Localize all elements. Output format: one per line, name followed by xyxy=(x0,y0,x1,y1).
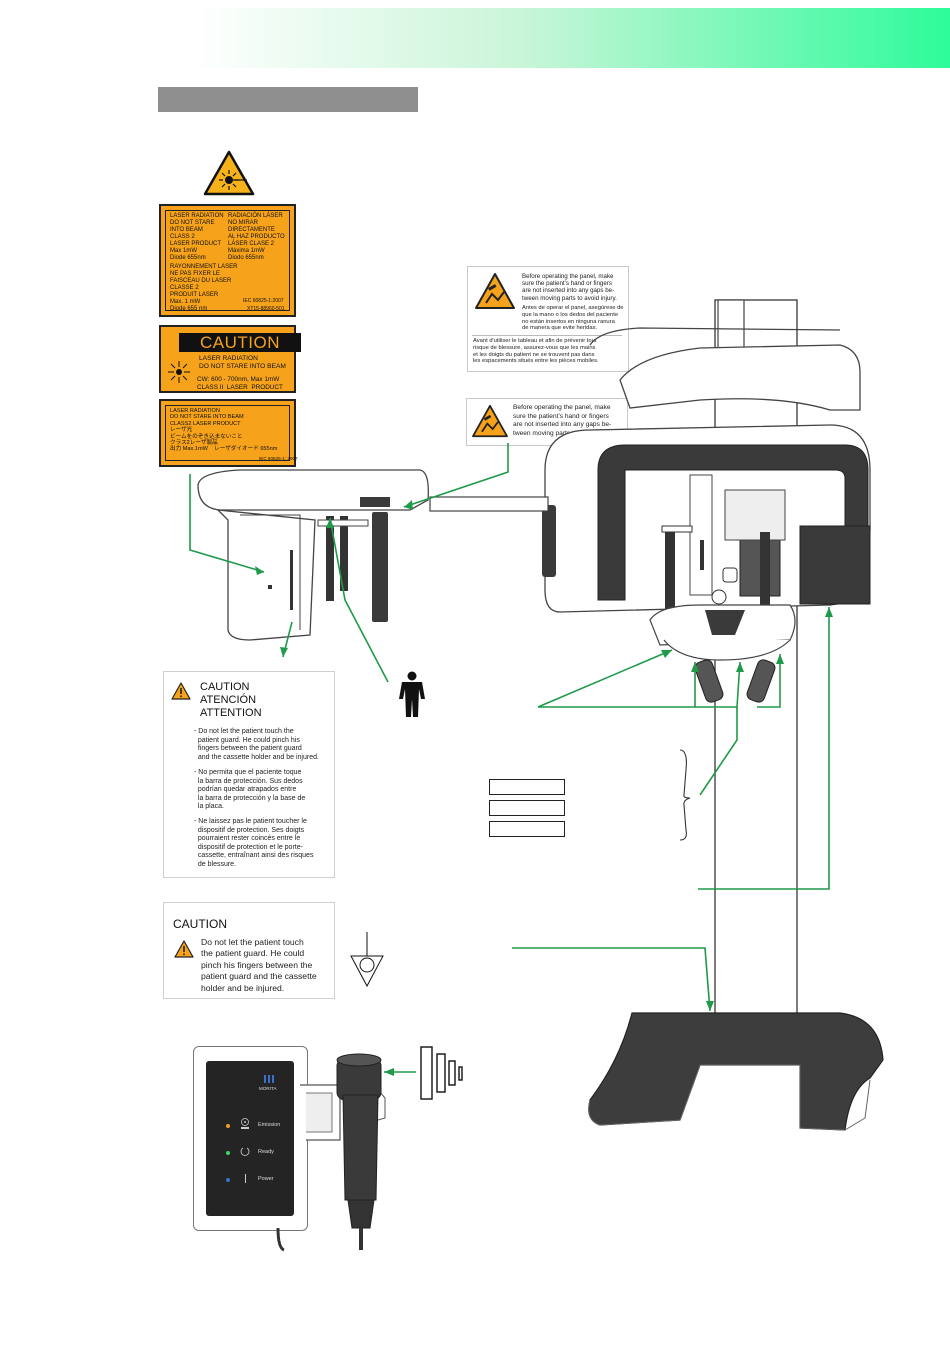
ready-indicator xyxy=(226,1151,230,1155)
emission-label: Emission xyxy=(258,1122,281,1128)
radiation-icon xyxy=(241,1118,249,1129)
type-b-applied-part-icon xyxy=(399,671,425,717)
caution-label-english: CAUTION Do not let the patient touch the… xyxy=(163,902,335,999)
power-indicator xyxy=(226,1178,230,1182)
panel-warning-divider xyxy=(472,335,622,336)
laser-label-english: LASER RADIATION DO NOT STARE INTO BEAM C… xyxy=(170,213,224,261)
protective-earth-icon xyxy=(350,932,384,988)
warning-triangle-icon xyxy=(171,682,191,700)
laser-caution-line1: LASER RADIATION xyxy=(199,355,258,362)
pinch-warning-icon xyxy=(472,404,508,438)
warning-triangle-icon xyxy=(174,940,194,958)
brand-label: MORITA xyxy=(259,1086,277,1091)
power-icon xyxy=(245,1174,246,1183)
section-title-bar xyxy=(158,87,418,112)
laser-japanese-text: LASER RADIATION DO NOT STARE INTO BEAM C… xyxy=(170,408,278,453)
panel-warning-label-multilingual: Before operating the panel, make sure th… xyxy=(467,266,629,372)
power-label: Power xyxy=(258,1176,274,1182)
caution-title-es: ATENCIÓN xyxy=(200,694,257,706)
blank-label-box-2 xyxy=(489,800,565,816)
control-panel-face: MORITA Emission Ready Power xyxy=(206,1061,294,1216)
laser-label-part-number: XT15-88960-501 xyxy=(247,306,285,312)
emission-indicator xyxy=(226,1124,230,1128)
laser-label-standard: IEC 60825-1:2007 xyxy=(243,298,284,304)
laser-caution-label: CAUTION LASER RADIATION DO NOT STARE INT… xyxy=(159,325,301,393)
caution-body-fr: - Ne laissez pas le patient toucher le d… xyxy=(194,818,314,868)
header-gradient-band xyxy=(0,8,950,68)
panel-warning-1-french: Avant d'utiliser le tableau et afin de p… xyxy=(473,338,599,365)
laser-caution-line4: CLASS II LASER PRODUCT xyxy=(197,384,283,391)
exposure-button-icon xyxy=(420,1046,463,1100)
morita-logo-icon xyxy=(264,1075,274,1083)
caution-title-fr: ATTENTION xyxy=(200,707,262,719)
caution-single-body: Do not let the patient touch the patient… xyxy=(201,937,317,993)
blank-label-box-1 xyxy=(489,779,565,795)
blank-label-box-3 xyxy=(489,821,565,837)
laser-warning-label-multilingual: LASER RADIATION DO NOT STARE INTO BEAM C… xyxy=(159,204,296,317)
laser-caution-line2: DO NOT STARE INTO BEAM xyxy=(199,363,286,370)
laser-caution-heading: CAUTION xyxy=(179,333,301,352)
caution-body-en: - Do not let the patient touch the patie… xyxy=(194,728,319,761)
pinch-warning-icon xyxy=(475,273,515,309)
laser-starburst-icon xyxy=(168,361,190,383)
panel-warning-1-english: Before operating the panel, make sure th… xyxy=(522,273,617,302)
laser-hazard-icon xyxy=(203,150,255,196)
laser-label-french: RAYONNEMENT LASER NE PAS FIXER LE FAISCE… xyxy=(170,264,238,312)
ready-cycle-icon xyxy=(240,1147,250,1156)
ready-label: Ready xyxy=(258,1149,274,1155)
caution-title-en: CAUTION xyxy=(200,681,250,693)
panel-warning-1-spanish: Antes de operar el panel, asegúrese de q… xyxy=(522,305,624,332)
caution-single-title: CAUTION xyxy=(173,917,227,931)
caution-body-es: - No permita que el paciente toque la ba… xyxy=(194,769,306,811)
laser-warning-label-japanese: LASER RADIATION DO NOT STARE INTO BEAM C… xyxy=(159,399,298,467)
laser-caution-line3: CW: 600 - 700nm, Max 1mW xyxy=(197,376,280,383)
laser-label-spanish: RADIACIÓN LÁSER NO MIRAR DIRECTAMENTE AL… xyxy=(228,213,285,261)
control-panel: MORITA Emission Ready Power xyxy=(193,1046,308,1231)
laser-japanese-standard: IEC 60825-1: 2007 xyxy=(259,456,298,461)
caution-label-multilingual: CAUTION ATENCIÓN ATTENTION - Do not let … xyxy=(163,671,335,878)
